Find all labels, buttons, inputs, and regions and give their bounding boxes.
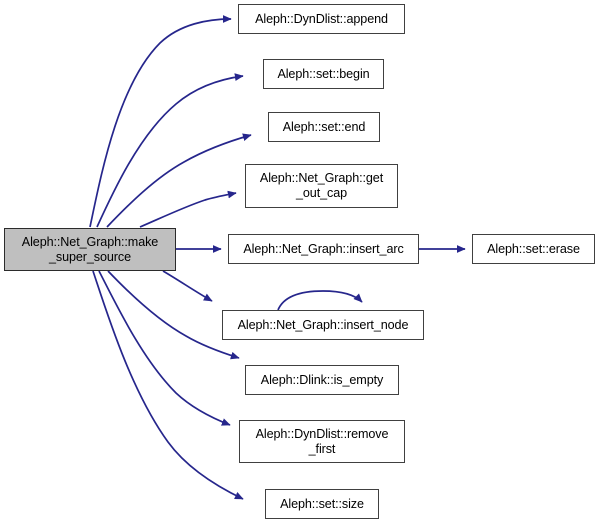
node-label-remove-first: Aleph::DynDlist::remove _first [255,426,389,456]
node-label-make-super-source: Aleph::Net_Graph::make _super_source [21,234,159,264]
edge-make-super-source-to-end [106,133,252,228]
edge-make-super-source-to-is-empty [107,270,240,360]
node-label-insert-arc: Aleph::Net_Graph::insert_arc [243,241,404,256]
node-erase[interactable]: Aleph::set::erase [472,234,595,264]
node-begin[interactable]: Aleph::set::begin [263,59,384,89]
node-label-append: Aleph::DynDlist::append [255,11,388,26]
node-label-begin: Aleph::set::begin [277,66,370,81]
edge-insert-node-self-loop [277,290,363,311]
node-label-erase: Aleph::set::erase [487,241,580,256]
node-label-get-out-cap: Aleph::Net_Graph::get _out_cap [259,171,384,200]
node-get-out-cap[interactable]: Aleph::Net_Graph::get _out_cap [245,164,398,208]
edge-make-super-source-to-size [92,270,244,500]
node-is-empty[interactable]: Aleph::Dlink::is_empty [245,365,399,395]
node-end[interactable]: Aleph::set::end [268,112,380,142]
node-make-super-source[interactable]: Aleph::Net_Graph::make _super_source [4,228,176,271]
node-label-size: Aleph::set::size [280,496,364,511]
node-label-end: Aleph::set::end [282,119,366,134]
edge-make-super-source-to-remove-first [98,270,231,426]
edge-make-super-source-to-get-out-cap [139,190,237,228]
node-size[interactable]: Aleph::set::size [265,489,379,519]
node-label-insert-node: Aleph::Net_Graph::insert_node [237,317,409,332]
edge-make-super-source-to-append [89,15,232,228]
node-insert-arc[interactable]: Aleph::Net_Graph::insert_arc [228,234,419,264]
node-append[interactable]: Aleph::DynDlist::append [238,4,405,34]
node-remove-first[interactable]: Aleph::DynDlist::remove _first [239,420,405,463]
node-insert-node[interactable]: Aleph::Net_Graph::insert_node [222,310,424,340]
edge-make-super-source-to-insert-node [162,270,213,302]
edge-make-super-source-to-begin [96,73,244,228]
node-label-is-empty: Aleph::Dlink::is_empty [260,372,384,387]
